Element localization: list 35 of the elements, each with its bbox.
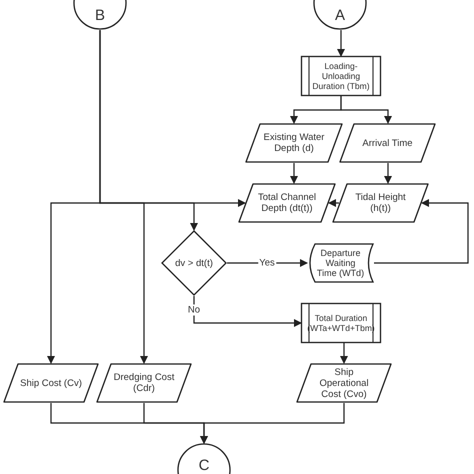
decision-diamond: [161, 230, 227, 296]
arrow: [384, 163, 392, 184]
node-label: dv > dt(t): [174, 258, 214, 268]
data-parallelogram: [332, 183, 429, 223]
arrow: [374, 199, 469, 264]
node-label: Dredging Cost (Cdr): [112, 372, 176, 394]
node-label: Arrival Time: [361, 138, 414, 148]
connector-letter: A: [334, 6, 345, 26]
data-parallelogram: [245, 123, 343, 163]
data-parallelogram: [339, 123, 436, 163]
edge-label: No: [186, 304, 202, 316]
arrow: [340, 96, 392, 124]
data-parallelogram: [96, 363, 192, 403]
arrow: [99, 30, 198, 231]
node-label: Departure Waiting Time (WTd): [316, 248, 366, 278]
connector-letter: B: [94, 6, 105, 26]
node-label: Ship Operational Cost (Cvo): [318, 366, 370, 400]
node-label: Total Channel Depth (dt(t)): [256, 192, 318, 214]
arrow: [193, 296, 302, 327]
node-label: Tidal Height (h(t)): [354, 192, 407, 214]
data-parallelogram: [238, 183, 336, 223]
node-label: Existing Water Depth (d): [262, 132, 326, 154]
connector-letter: C: [198, 456, 210, 474]
edge-label: Yes: [258, 258, 276, 268]
predefined-process-box: [301, 56, 381, 96]
arrow: [290, 163, 298, 184]
stored-data-shape: [307, 243, 374, 283]
arrow: [200, 403, 345, 444]
arrow: [337, 30, 345, 57]
arrow: [340, 343, 348, 364]
data-parallelogram: [3, 363, 99, 403]
node-label: Ship Cost (Cv): [19, 378, 83, 388]
arrow: [328, 199, 339, 207]
node-label: Loading-Unloading Duration (Tbm): [311, 61, 371, 91]
data-parallelogram: [296, 363, 392, 403]
